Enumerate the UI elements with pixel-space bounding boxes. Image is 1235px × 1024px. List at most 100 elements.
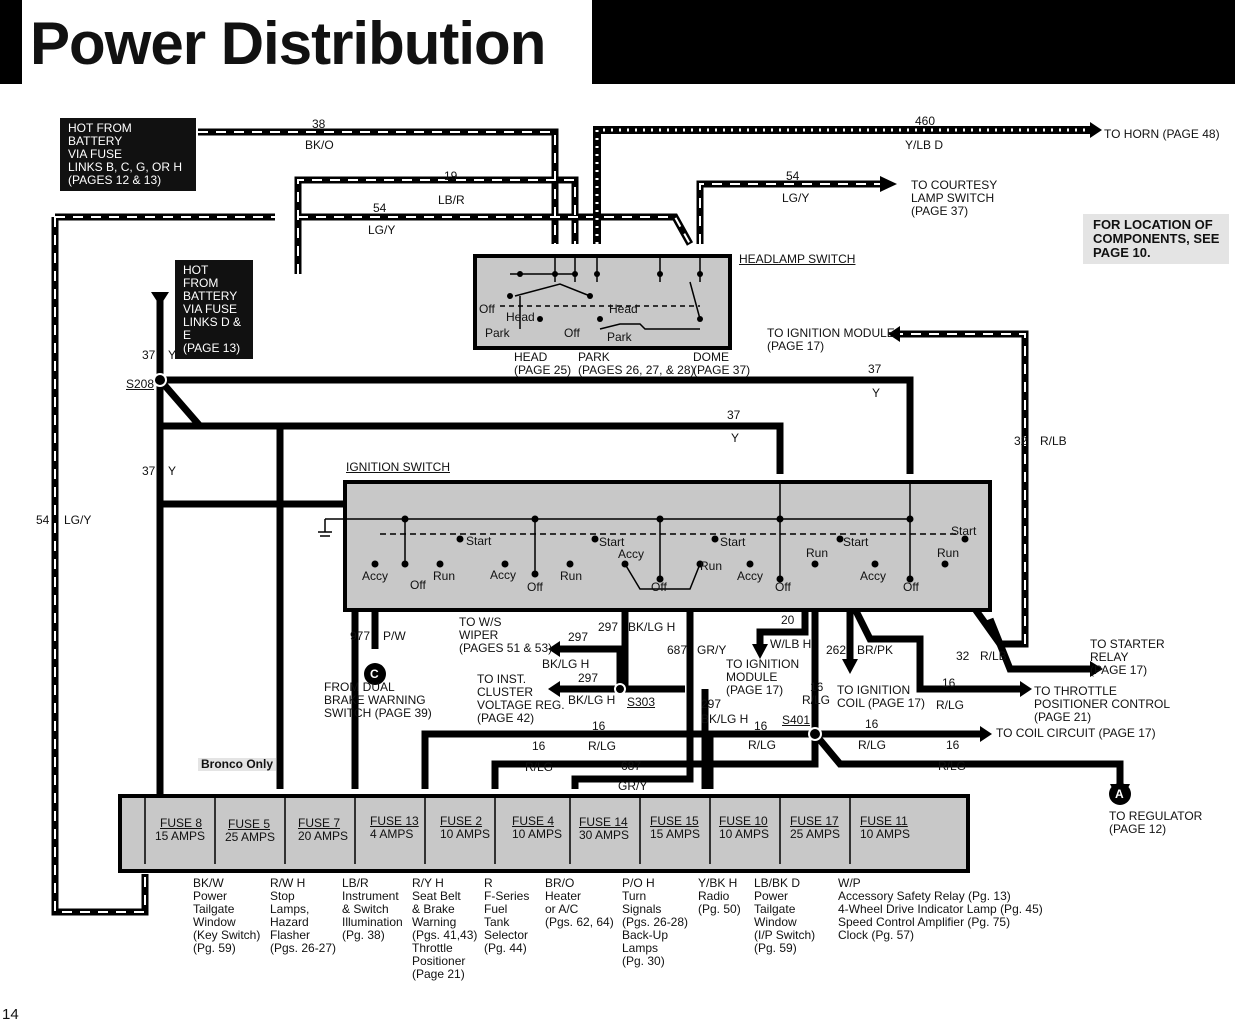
location-line: PAGE 10. [1093,245,1151,260]
wire-color: R/LG [588,739,617,753]
dest-line: TO IGNITION [837,683,911,697]
ign-pos: Run [937,546,960,560]
dest-line: WIPER [459,628,499,642]
connector-a-label: A [1115,787,1124,801]
wire-label: 16 [754,719,768,733]
dest-line: TO STARTER [1090,637,1165,651]
headlamp-out-head: HEAD (PAGE 25) [514,351,571,377]
wire-label: 16 [592,719,606,733]
ign-pos: Accy [618,547,645,561]
dest-line: COIL (PAGE 17) [837,696,926,710]
fuse-name: FUSE 11 [860,814,908,828]
dest-ws-wiper: TO W/S WIPER (PAGES 51 & 53) [459,616,552,655]
connector-c-label: C [370,667,379,681]
wire-color: Y [168,464,177,478]
headlamp-pos: Off [479,302,495,316]
dest-courtesy: TO COURTESY LAMP SWITCH (PAGE 37) [911,179,997,218]
ign-pos: Start [466,534,492,548]
fuse-output: LB/BK D Power Tailgate Window (I/P Switc… [754,876,816,955]
fuse-name: FUSE 7 [298,816,341,830]
fuse-amps: 20 AMPS [298,829,349,843]
source-brake-warning: FROM DUAL BRAKE WARNING SWITCH (PAGE 39) [324,681,432,720]
headlamp-pos: Head [506,310,535,324]
out-line: (PAGE 37) [693,363,751,377]
headlamp-pos: Park [607,330,632,344]
ign-pos: Accy [490,568,517,582]
source-line: BATTERY [183,289,238,303]
splice-s208: S208 [126,377,155,391]
wire-label: 54 [36,513,50,527]
page-header: Power Distribution [0,0,1235,84]
wire-color: GR/Y [697,643,727,657]
wire-297-c [560,645,624,689]
splice-s208-dot [153,373,167,387]
ignition-switch-title: IGNITION SWITCH [346,460,450,474]
ign-pos: Accy [860,569,887,583]
dest-line: TO IGNITION [726,657,800,671]
fuse-output: W/P Accessory Safety Relay (Pg. 13) 4-Wh… [838,876,1043,942]
dest-line: (PAGES 51 & 53) [459,641,553,655]
wire-37-y1 [160,376,914,474]
dest-ign-module-top: TO IGNITION MODULE (PAGE 17) [767,327,895,353]
wire-37-y2 [157,377,784,474]
headlamp-pos: Head [609,302,638,316]
wire-label: 16 [810,680,824,694]
arrow-ign-module [888,326,900,342]
wire-color: Y [872,386,881,400]
fuse-output: BR/O Heater or A/C (Pgs. 62, 64) [545,876,614,929]
dest-starter: TO STARTER RELAY (PAGE 17) [1090,638,1165,677]
dest-line: TO INST. [477,672,527,686]
fuse-output: LB/R Instrument & Switch Illumination (P… [342,876,403,942]
wire-color: R/LG [525,760,554,774]
ign-pos: Off [651,580,667,594]
dest-line: POSITIONER CONTROL [1034,697,1171,711]
fuse-amps: 25 AMPS [225,830,276,844]
fuse-amps: 25 AMPS [790,827,841,841]
source-line: HOT FROM [183,263,219,290]
dest-line: TO W/S [459,615,502,629]
ign-pos: Accy [362,569,389,583]
fuse-output: BK/W Power Tailgate Window (Key Switch) … [193,876,261,955]
dest-line: (PAGE 42) [477,711,535,725]
fuse-name: FUSE 8 [160,816,203,830]
wire-label: 460 [915,114,936,128]
fuse-name: FUSE 5 [228,817,271,831]
fuse-amps: 15 AMPS [650,827,701,841]
wire-38 [198,128,559,244]
splice-s401-dot [808,727,822,741]
wire-color: Y [731,431,740,445]
fuse-amps: 4 AMPS [370,827,414,841]
fuse-output: Y/BK H Radio (Pg. 50) [698,876,741,916]
fuse-name: FUSE 13 [370,814,419,828]
wire-color: LG/Y [368,223,396,237]
wire-label: 687 [621,759,642,773]
fuse-output: R/Y H Seat Belt & Brake Warning (Pgs. 41… [412,876,478,981]
dest-line: (PAGE 21) [1034,710,1092,724]
fuse-amps: 30 AMPS [579,828,630,842]
dest-line: (PAGE 17) [767,339,825,353]
fuse-name: FUSE 17 [790,814,839,828]
wire-label: 977 [350,629,371,643]
dest-line: CLUSTER [477,685,534,699]
dest-throttle: TO THROTTLE POSITIONER CONTROL (PAGE 21) [1034,685,1170,724]
fuse-amps: 15 AMPS [155,829,206,843]
wire-label: 54 [373,201,387,215]
wire-label: 16 [946,738,960,752]
location-note: FOR LOCATION OF COMPONENTS, SEE PAGE 10. [1083,214,1230,264]
wire-label: 16 [865,717,879,731]
wire-label: 19 [444,169,458,183]
wire-color: BK/LG H [701,712,749,726]
wire-color: LG/Y [64,513,92,527]
wire-color: R/LG [936,698,965,712]
dest-horn: TO HORN (PAGE 48) [1104,127,1220,141]
out-line: HEAD [514,350,548,364]
arrow-battery-de [151,292,169,306]
connector-c [364,663,386,685]
source-battery-de: HOT FROM BATTERY VIA FUSE LINKS D & E (P… [175,260,253,359]
out-line: (PAGE 25) [514,363,572,377]
dest-line: BRAKE WARNING [324,693,426,707]
dest-line: TO REGULATOR [1109,809,1203,823]
source-battery-fuse: HOT FROM BATTERY VIA FUSE LINKS B, C, G,… [60,118,196,191]
wire-color: R/LB [980,649,1007,663]
ign-pos: Run [806,546,829,560]
